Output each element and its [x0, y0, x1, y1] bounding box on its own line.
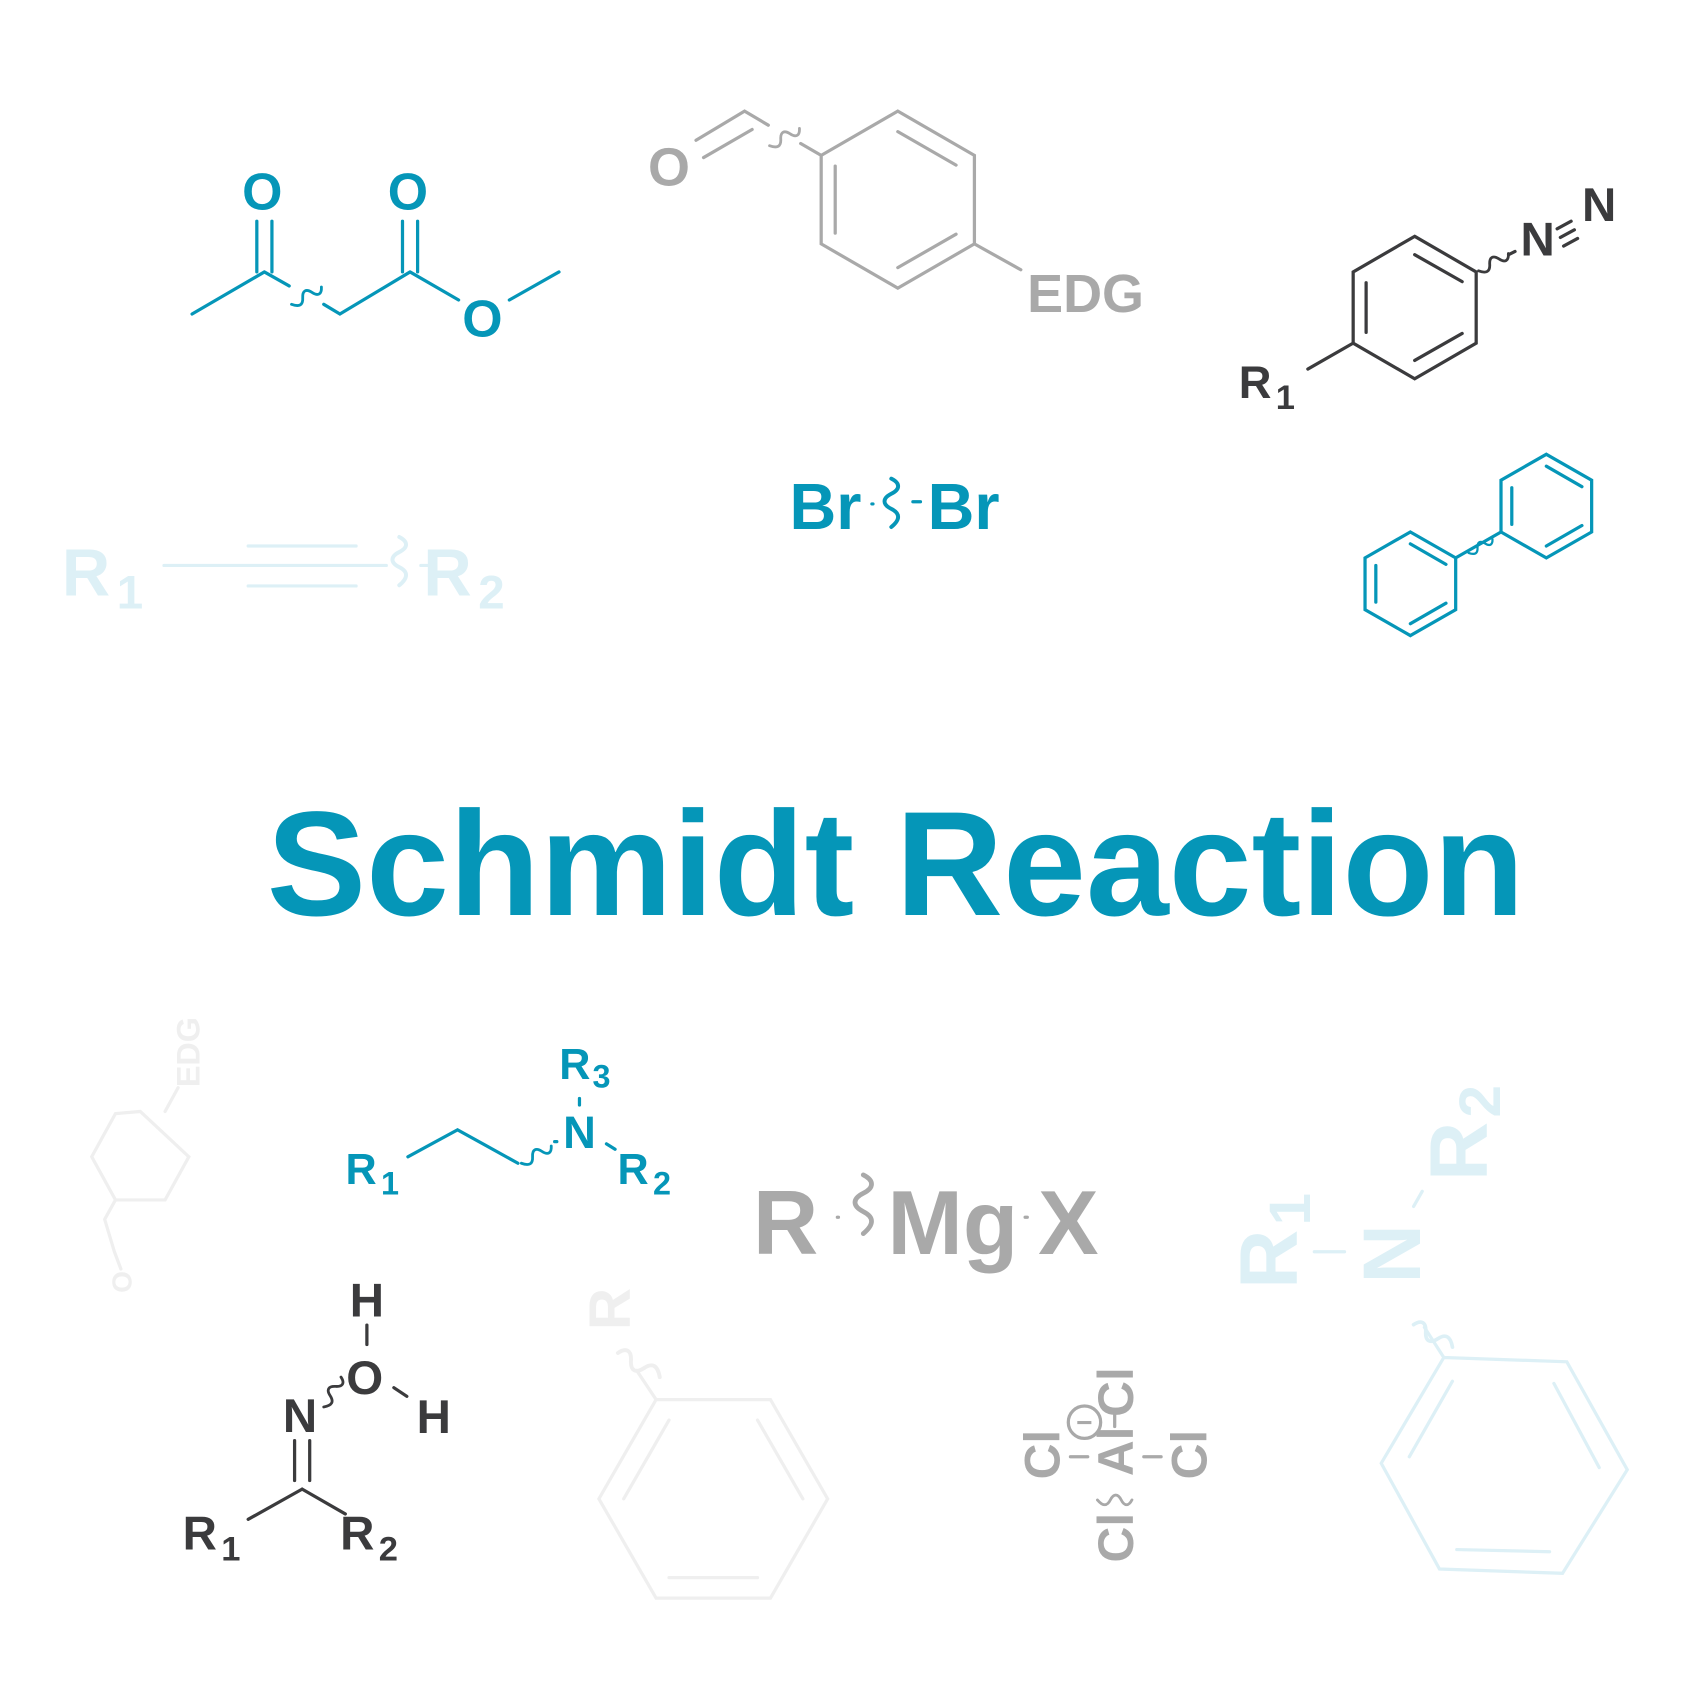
halide-label: X — [1038, 1173, 1098, 1274]
r-label: R1 — [1224, 1193, 1323, 1289]
r-label: R3 — [559, 1041, 610, 1095]
nitrogen-label: N — [283, 1390, 317, 1443]
aluminum-label: Al — [1088, 1427, 1144, 1477]
chlorine-label: Cl — [1088, 1367, 1144, 1417]
nitrogen-label: N — [1347, 1224, 1438, 1283]
edg-label: EDG — [171, 1017, 207, 1087]
oxygen-label: O — [346, 1352, 383, 1405]
nitrogen-label: N — [1521, 214, 1555, 267]
bromine-label: Br — [928, 470, 1000, 543]
hydrogen-label: H — [417, 1391, 451, 1444]
faint-benzene-structure: R — [578, 1288, 830, 1600]
negative-charge-icon — [1066, 1404, 1103, 1441]
hydrogen-label: H — [350, 1274, 384, 1327]
ketoester-structure: O O O — [190, 162, 561, 348]
nitrogen-label: N — [1582, 179, 1616, 232]
oxygen-label: O — [388, 162, 428, 220]
bromine-label: Br — [790, 470, 862, 543]
aluminate-structure: Cl Cl Cl Cl Al − — [1015, 1367, 1218, 1562]
oxygen-label: O — [648, 138, 690, 198]
r-label: R2 — [1414, 1085, 1513, 1181]
aniline-structure: R1 N R2 — [1224, 1085, 1630, 1575]
chlorine-label: Cl — [1161, 1430, 1217, 1480]
nitrogen-label: N — [563, 1107, 596, 1158]
magnesium-label: Mg — [887, 1173, 1018, 1274]
r-label: R — [753, 1173, 818, 1274]
oxygen-label: O — [242, 162, 282, 220]
faint-arene-structure: EDG O — [89, 1017, 207, 1293]
bromine-structure: Br Br — [790, 470, 1000, 543]
charge-label: − — [1076, 1407, 1092, 1438]
page-title: Schmidt Reaction — [267, 780, 1525, 947]
oxygen-label: O — [107, 1271, 138, 1293]
biphenyl-structure — [1363, 452, 1594, 638]
r-label: R — [578, 1288, 643, 1330]
oxygen-label: O — [462, 290, 502, 348]
aldehyde-arene-structure: O EDG — [648, 109, 1144, 324]
chlorine-label: Cl — [1015, 1430, 1071, 1480]
chlorine-label: Cl — [1088, 1513, 1144, 1563]
grignard-structure: R Mg X — [753, 1173, 1099, 1274]
edg-label: EDG — [1027, 264, 1144, 324]
